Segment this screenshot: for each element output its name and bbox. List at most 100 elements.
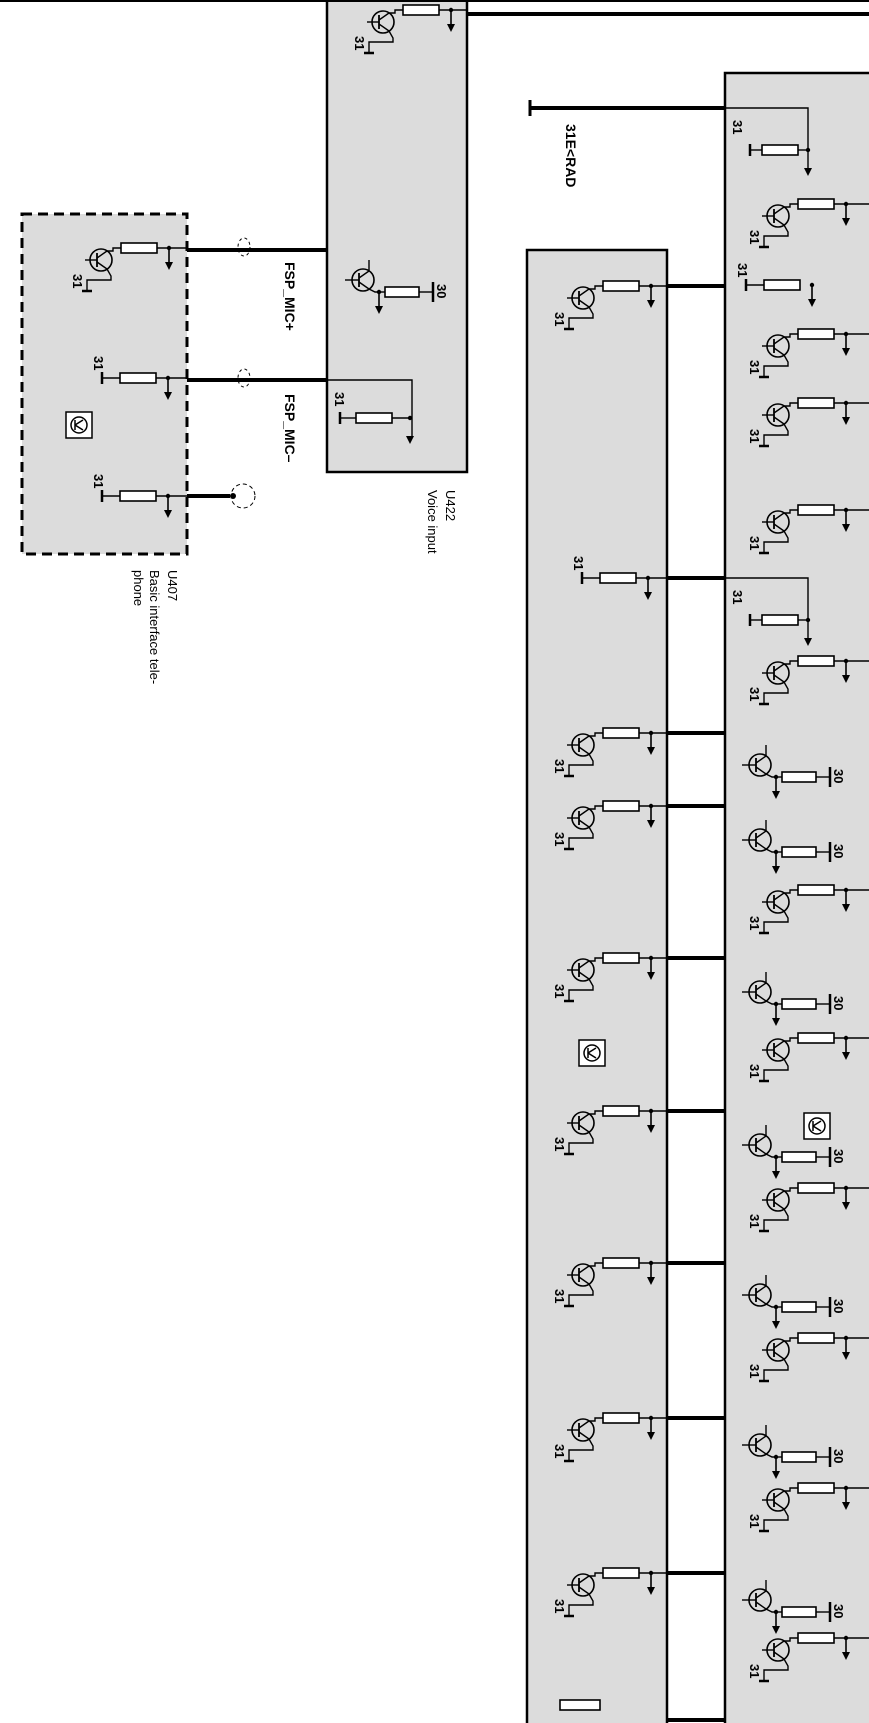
transistor-emitter [96,261,108,270]
transistor-collector [578,1420,590,1429]
arrow-down-icon [647,1277,655,1285]
terminal-31-label: 31 [91,474,106,488]
module-symbol-icon-right [803,1112,831,1140]
arrow-down-icon [772,866,780,874]
arrow-down-icon [842,1202,850,1210]
module-symbol-icon-u407 [65,411,93,439]
resistor-icon [599,572,637,584]
transistor-emitter [755,1446,767,1455]
arrow-down-icon [842,675,850,683]
rad-resistor-cell: 31 [725,107,812,176]
resistor-icon [797,504,835,516]
right-column-pullup-cell-4: 30 [742,1125,846,1179]
signal-label-fsp-mic-plus: FSP_MIC+ [282,262,298,331]
right-column-transistor-cell-9: 31 [747,1332,869,1383]
transistor-emitter [578,746,590,755]
emitter-lead [568,1593,594,1615]
arrow-down-icon [375,306,383,314]
resistor-icon [761,614,799,626]
collector-lead [589,1572,603,1577]
right-column-transistor-cell-10: 31 [747,1482,869,1533]
collector-lead [784,1337,798,1342]
node-dot [805,617,811,623]
emitter-lead [763,530,789,552]
arrow-down-icon [842,1052,850,1060]
right-column-pullup-cell-2: 30 [742,820,846,874]
module-name-u407-line1: Basic interface tele- [147,570,162,684]
resistor-icon [797,884,835,896]
collector-lead [589,957,603,962]
collector-lead [784,660,798,665]
transistor-emitter [578,1124,590,1133]
transistor-emitter [755,1146,767,1155]
arrow-down-icon [644,592,652,600]
transistor-collector [578,960,590,969]
emitter-lead [568,306,594,328]
arrow-down-icon [772,1471,780,1479]
transistor-collector [755,830,767,839]
node-dot [407,415,413,421]
arrow-down-icon [772,1018,780,1026]
resistor-icon [781,1151,817,1163]
terminal-31-label: 31 [747,1214,762,1228]
transistor-emitter [773,347,785,356]
u407-resistor-cell-2: 31 [91,474,187,518]
emitter-lead [763,1208,789,1230]
left-column-transistor-cell-7: 31 [552,1412,667,1463]
terminal-31-label: 31 [91,356,106,370]
arrow-down-icon [842,348,850,356]
transistor-collector [578,1265,590,1274]
transistor-collector [755,1135,767,1144]
terminal-31-label: 31 [747,1364,762,1378]
transistor-collector [773,1640,785,1649]
resistor-icon [781,998,817,1010]
right-column-resistor-cell-top: 31 [735,263,816,307]
collector-lead [389,9,403,14]
emitter-lead [763,1358,789,1380]
terminal-31-label: 31 [747,687,762,701]
arrow-down-icon [647,1125,655,1133]
transistor-emitter [773,1651,785,1660]
terminal-31-label: 31 [730,590,745,604]
arrow-down-icon [772,1321,780,1329]
collector-lead [589,1262,603,1267]
transistor-collector [773,663,785,672]
transistor-emitter [773,1501,785,1510]
collector-lead [784,402,798,407]
arrow-down-icon [772,1626,780,1634]
arrow-down-icon [842,524,850,532]
right-column-pullup-cell-5: 30 [742,1275,846,1329]
resistor-icon [602,280,640,292]
left-column-transistor-cell-4: 31 [552,952,667,1003]
arrow-down-icon [842,417,850,425]
transistor-collector [773,512,785,521]
terminal-31-label: 31 [552,312,567,326]
transistor-collector [578,288,590,297]
transistor-emitter [773,523,785,532]
transistor-collector [755,1435,767,1444]
connector-mark-2 [237,368,251,388]
module-code-u422: U422 [443,490,458,521]
terminal-31-label: 31 [747,536,762,550]
emitter-lead [763,681,789,703]
transistor-emitter [578,1431,590,1440]
transistor-emitter [755,1601,767,1610]
transistor-emitter [755,766,767,775]
resistor-icon [602,1257,640,1269]
resistor-icon [781,771,817,783]
arrow-down-icon [842,1352,850,1360]
arrow-down-icon [647,1432,655,1440]
emitter-lead [763,1508,789,1530]
arrow-down-icon [164,510,172,518]
arrow-down-icon [647,820,655,828]
resistor-icon [559,1699,601,1711]
terminal-31-label: 31 [552,1444,567,1458]
u422-pullup-cell: 30 [345,260,449,314]
right-column-transistor-cell-3: 31 [747,397,869,448]
terminal-31-label: 31 [70,274,85,288]
resistor-icon [355,412,393,424]
resistor-icon [797,328,835,340]
emitter-lead [763,1658,789,1680]
terminal-30-label: 30 [434,284,449,298]
terminal-31-label: 31 [552,1599,567,1613]
